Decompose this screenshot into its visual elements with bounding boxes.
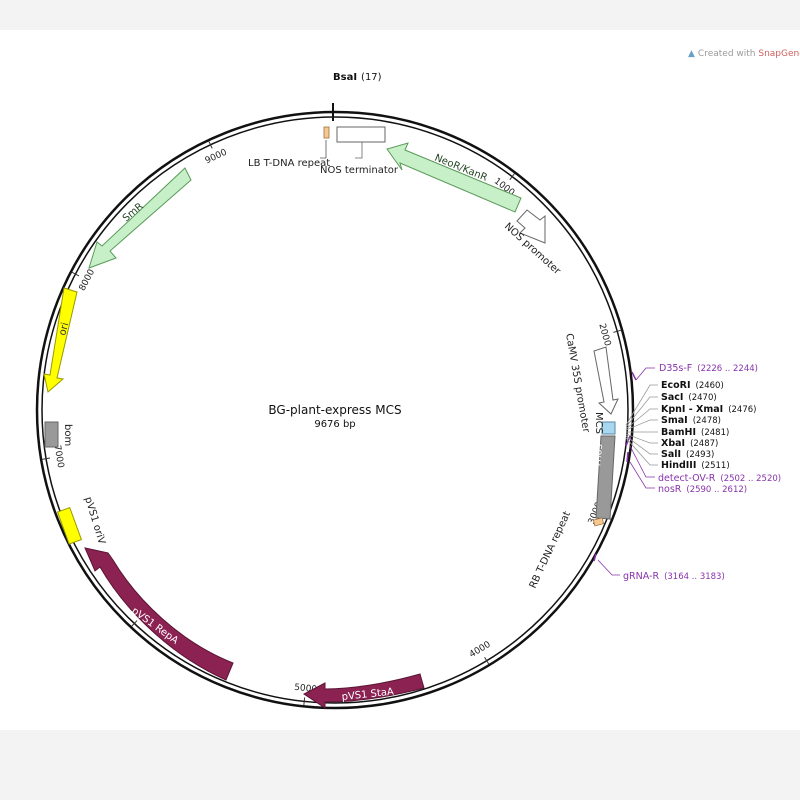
feature-nos-terminator [336, 126, 386, 143]
tick-label-4000: 4000 [468, 640, 493, 661]
tick-mark-2000 [613, 329, 622, 333]
bsai-site-label: BsaI (17) [333, 72, 382, 83]
primer-label-grna-r: gRNA-R(3164 .. 3183) [623, 571, 725, 582]
tick-mark-1000 [509, 173, 515, 181]
leader-nosr [629, 461, 655, 489]
plasmid-backbone-inner [41, 116, 629, 704]
label-bom: bom [62, 424, 73, 446]
feature-mcs [601, 421, 616, 435]
leader-grna-r [597, 559, 620, 576]
feature-pvs1-repa [84, 547, 234, 681]
enzyme-label-hindiii: HindIII(2511) [661, 460, 730, 471]
tick-label-8000: 8000 [78, 268, 98, 293]
brand-name: SnapGene [758, 49, 800, 59]
enzyme-label-kpni-xmai: KpnI - XmaI(2476) [661, 404, 756, 415]
tick-label-9000: 9000 [204, 147, 229, 166]
tick-mark-7000 [42, 457, 51, 460]
tick-mark-6000 [131, 620, 138, 627]
tick-mark-8000 [71, 271, 80, 277]
enzyme-label-saci: SacI(2470) [661, 392, 717, 403]
snapgene-logo-icon: ▲ [688, 49, 695, 59]
feature-rb-t-dna-repeat [592, 517, 605, 527]
label-pvs1-oriv: pVS1 oriV [82, 496, 107, 546]
brand-prefix: Created with [697, 49, 759, 59]
enzyme-label-smai: SmaI(2478) [661, 415, 721, 426]
leader-d35s-f [635, 367, 655, 381]
feature-ori [43, 287, 78, 393]
label-pvs1-staa: pVS1 StaA [341, 687, 394, 703]
feature-lb-t-dna-repeat [323, 126, 330, 139]
tick-mark-9000 [208, 140, 213, 149]
feature-pvs1-oriv [56, 506, 83, 545]
enzyme-leaders [625, 384, 658, 466]
plasmid-backbone [35, 110, 635, 710]
primer-label-detect-ov-r: detect-OV-R(2502 .. 2520) [658, 473, 781, 484]
enzyme-label-xbai: XbaI(2487) [661, 438, 718, 449]
label-mcs: MCS [593, 412, 604, 434]
feature-nos-promoter [516, 209, 546, 244]
nos-terminator-leader [355, 142, 363, 159]
feature-pvs1-staa [303, 673, 425, 709]
primer-label-d35s-f: D35s-F(2226 .. 2244) [659, 363, 758, 374]
primer-label-nosr: nosR(2590 .. 2612) [658, 484, 747, 495]
label-lb-t-dna-repeat: LB T-DNA repeat [248, 158, 330, 169]
plasmid-name: BG-plant-express MCS [268, 403, 401, 417]
feature-bom [44, 421, 59, 448]
label-rb-t-dna-repeat: RB T-DNA repeat [528, 510, 573, 590]
tick-label-7000: 7000 [52, 444, 66, 469]
bsai-pos: (17) [361, 72, 382, 83]
tick-label-2000: 2000 [596, 323, 612, 348]
label-ori: ori [57, 321, 71, 336]
snapgene-branding: ▲Created with SnapGene® [688, 49, 800, 59]
bsai-name: BsaI [333, 72, 357, 83]
lb-label-leader [320, 140, 327, 159]
primer-mark-grna-r [593, 553, 597, 562]
enzyme-label-bamhi: BamHI(2481) [661, 427, 729, 438]
feature-smr [88, 167, 192, 269]
primer-mark-d35s-f [631, 371, 637, 381]
label-camv-35s-promoter: CaMV 35S promoter [563, 333, 591, 435]
enzyme-label-sali: SalI(2493) [661, 449, 714, 460]
enzyme-label-ecori: EcoRI(2460) [661, 380, 724, 391]
feature-neor-kanr [386, 142, 522, 213]
tick-mark-4000 [484, 656, 490, 665]
label-nos-terminator: NOS terminator [320, 165, 399, 176]
leader-detect-ov-r [629, 445, 655, 478]
plasmid-length: 9676 bp [314, 419, 355, 430]
primer-mark-nosr [626, 451, 629, 463]
feature-camv-35s-promoter [593, 346, 619, 415]
tick-mark-5000 [303, 697, 306, 706]
feature-tnos [595, 435, 616, 520]
primer-mark-detect-ov-r [625, 435, 631, 447]
label-tnos: Tnos [592, 444, 605, 470]
